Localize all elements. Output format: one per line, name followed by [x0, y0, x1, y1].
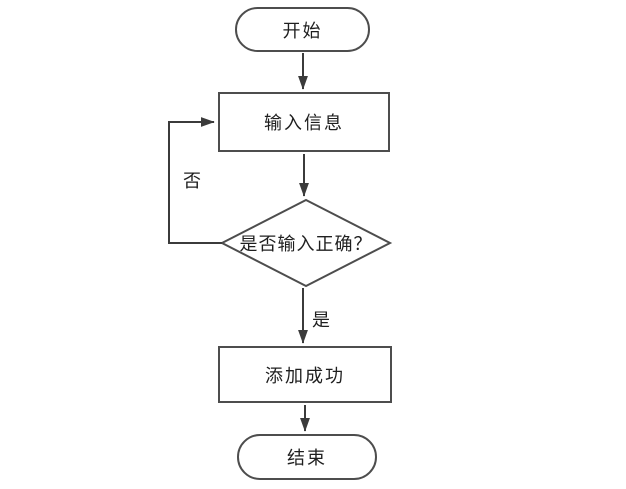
yes-edge-label: 是: [312, 310, 330, 331]
no-edge-label: 否: [183, 171, 201, 192]
decision-diamond-shape: [219, 198, 393, 288]
end-node: 结束: [237, 434, 377, 480]
edge-decision-loop-to-input: [168, 117, 222, 244]
input-info-node: 输入信息: [218, 92, 390, 152]
success-node: 添加成功: [218, 346, 392, 403]
start-node: 开始: [235, 7, 370, 52]
decision-node-label: 是否输入正确？: [239, 234, 373, 255]
